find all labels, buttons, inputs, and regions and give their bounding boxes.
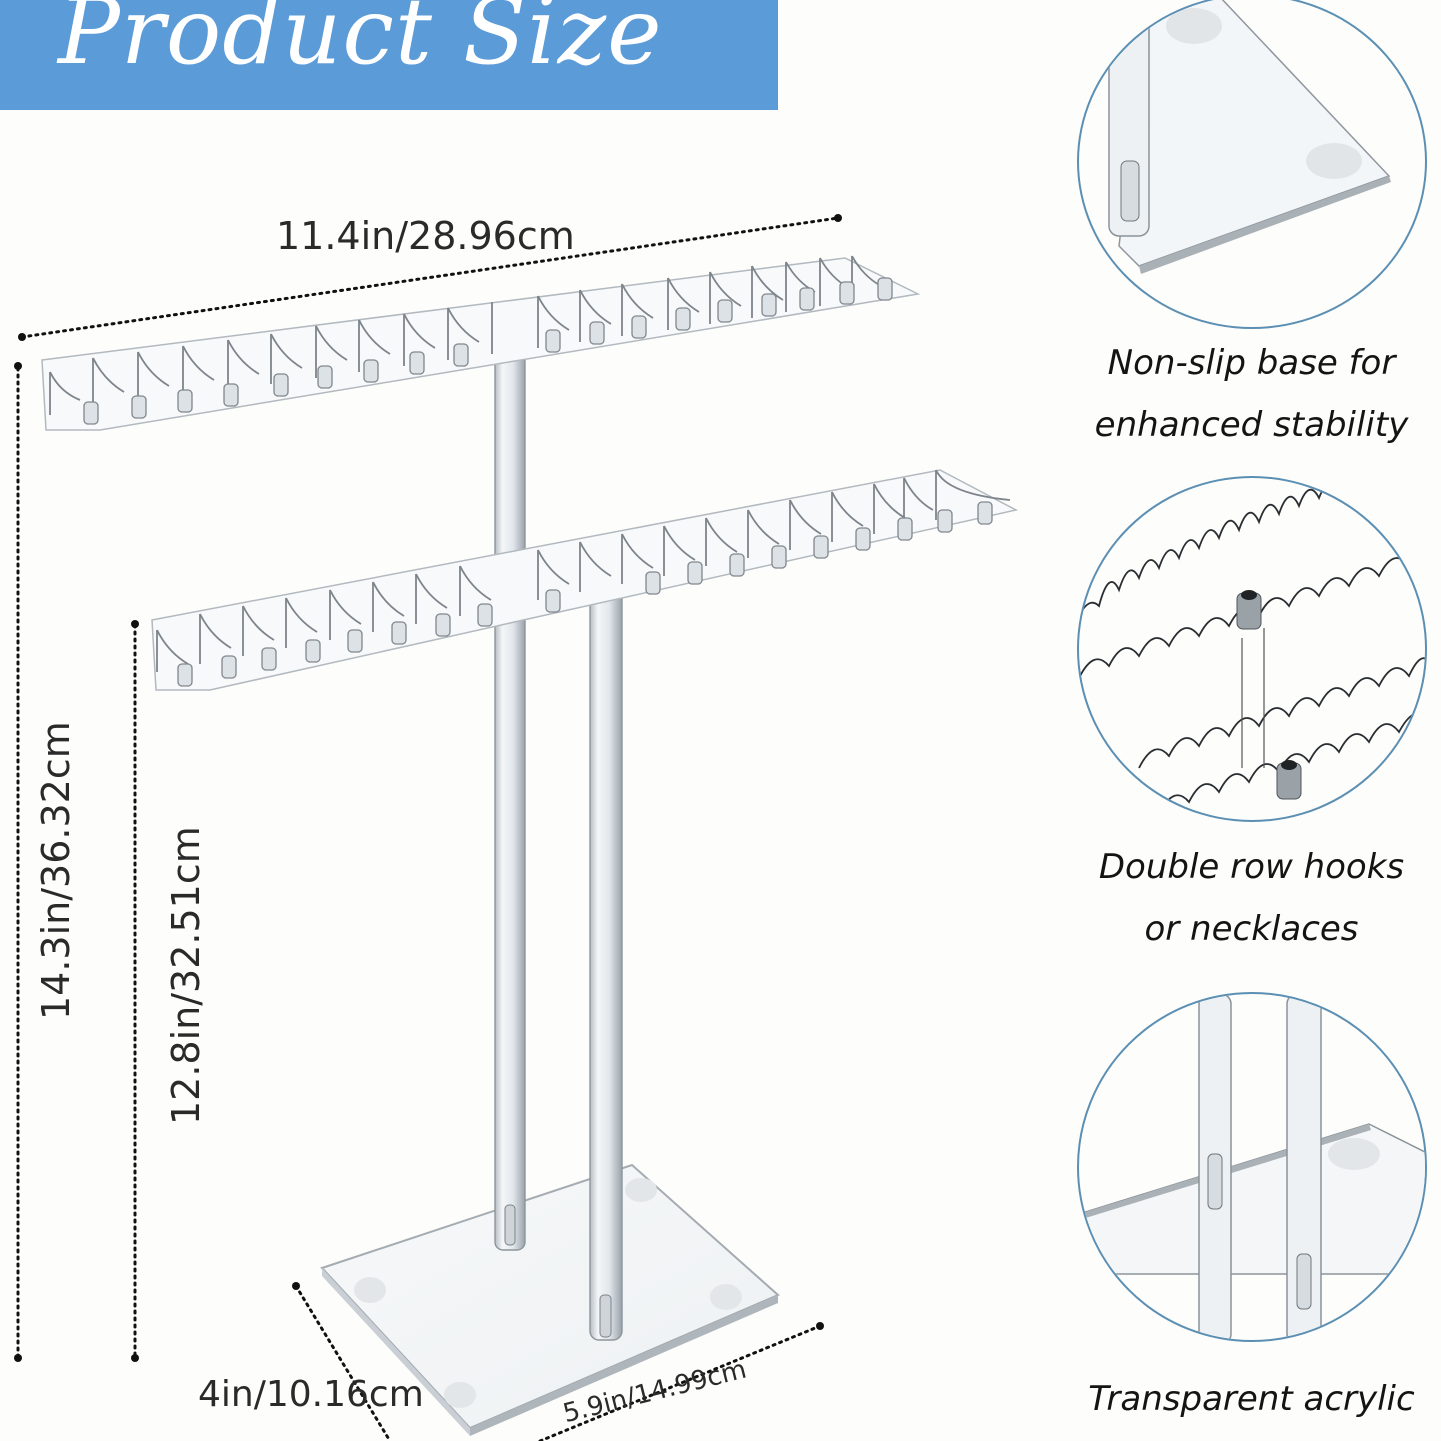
front-rod bbox=[589, 566, 623, 1341]
base-closeup-image bbox=[1108, 0, 1391, 274]
acrylic-base bbox=[320, 1163, 780, 1436]
total-height-label: 14.3in/36.32cm bbox=[34, 721, 78, 1020]
detail-circle-rods bbox=[1077, 992, 1427, 1342]
base-depth-label: 4in/10.16cm bbox=[198, 1374, 424, 1415]
detail-circle-base bbox=[1077, 0, 1427, 329]
caption-transparent: Transparent acrylic bbox=[1088, 1379, 1415, 1419]
caption-base: Non-slip base for enhanced stability bbox=[1094, 343, 1409, 445]
rods-closeup-image bbox=[1079, 994, 1425, 1340]
width-label: 11.4in/28.96cm bbox=[276, 214, 575, 258]
hooks-closeup-image bbox=[1079, 482, 1425, 815]
arm-height-label: 12.8in/32.51cm bbox=[164, 826, 208, 1125]
depth-dimension-line bbox=[292, 1282, 392, 1441]
product-size-banner: Product Size bbox=[0, 0, 778, 110]
banner-title: Product Size bbox=[58, 0, 663, 85]
top-hook-bar bbox=[41, 255, 921, 431]
bottom-hook-bar bbox=[151, 469, 1019, 691]
width-dimension-line bbox=[18, 214, 842, 341]
total-height-dimension-line bbox=[14, 362, 22, 1362]
arm-height-dimension-line bbox=[131, 620, 139, 1362]
rear-rod bbox=[494, 329, 526, 1251]
detail-circle-hooks bbox=[1077, 476, 1427, 822]
caption-hooks: Double row hooks or necklaces bbox=[1098, 847, 1405, 949]
base-width-dimension-line bbox=[538, 1322, 824, 1441]
